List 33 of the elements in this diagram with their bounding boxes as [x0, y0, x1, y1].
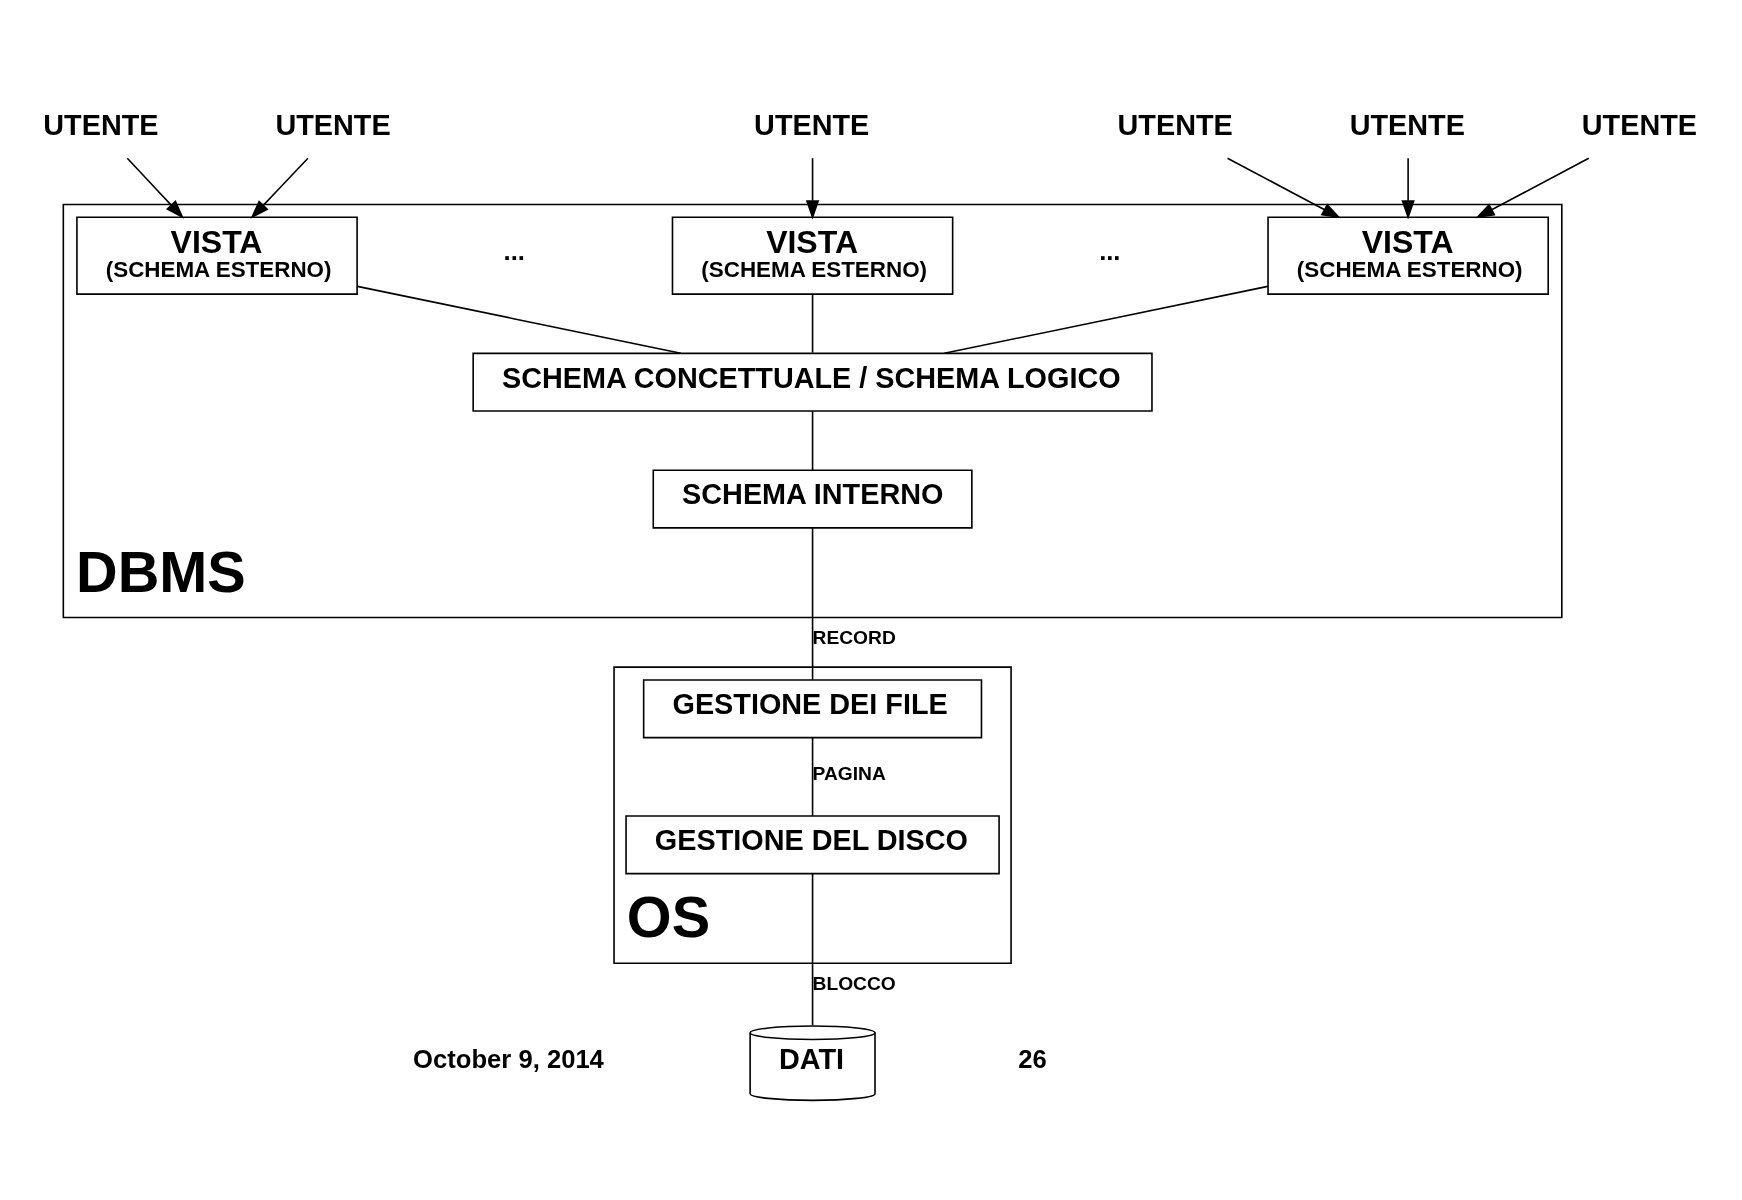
- label: ...: [503, 236, 525, 265]
- arrow: [1475, 156, 1590, 218]
- edge-label: BLOCCO: [812, 972, 896, 994]
- node-box: GESTIONE DEL DISCO: [625, 814, 1000, 874]
- connector: [811, 410, 814, 471]
- connector: [811, 526, 814, 680]
- node-text: UTENTE: [275, 108, 391, 141]
- node-text: UTENTE: [43, 108, 159, 141]
- arrow: [1226, 156, 1341, 218]
- node-text: UTENTE: [1349, 108, 1465, 141]
- node-text: UTENTE: [1117, 108, 1233, 141]
- connector: [811, 292, 814, 353]
- arrow: [250, 156, 309, 219]
- label: 26: [1018, 1044, 1047, 1073]
- node-box: SCHEMA INTERNO: [652, 468, 973, 529]
- node-text: UTENTE: [754, 108, 870, 141]
- connector: [811, 872, 814, 1026]
- edge-label: PAGINA: [812, 762, 886, 784]
- node-box: SCHEMA CONCETTUALE / SCHEMA LOGICO: [472, 352, 1153, 412]
- node-box: VISTA (SCHEMA ESTERNO): [1267, 215, 1549, 295]
- arrow: [1401, 156, 1415, 219]
- node-box: VISTA (SCHEMA ESTERNO): [671, 215, 954, 295]
- connector: [811, 736, 814, 817]
- arrow: [805, 156, 820, 219]
- node-text: UTENTE: [1581, 108, 1698, 141]
- connector: [943, 285, 1269, 354]
- node-box: GESTIONE DEI FILE: [642, 678, 983, 738]
- label: ...: [1099, 236, 1121, 265]
- label: October 9, 2014: [413, 1044, 604, 1073]
- edge-label: RECORD: [812, 626, 896, 648]
- connector: [356, 285, 682, 354]
- arrow: [126, 156, 184, 219]
- node-box: VISTA (SCHEMA ESTERNO): [76, 215, 358, 295]
